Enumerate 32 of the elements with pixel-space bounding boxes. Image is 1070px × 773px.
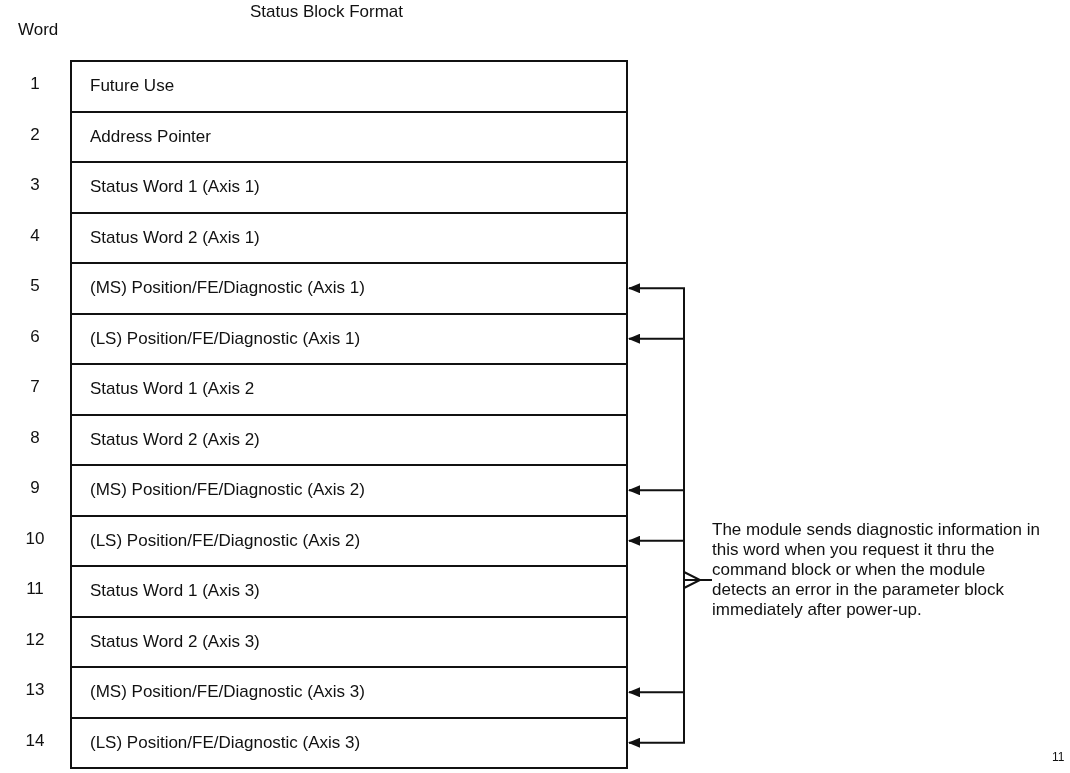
word-number: 7 bbox=[29, 377, 41, 397]
table-row: Status Word 2 (Axis 1) bbox=[70, 211, 628, 264]
table-row: (LS) Position/FE/Diagnostic (Axis 3) bbox=[70, 716, 628, 769]
table-row: Status Word 1 (Axis 2 bbox=[70, 363, 628, 416]
figure-number: 11 bbox=[1052, 750, 1065, 764]
table-row: Status Word 2 (Axis 2) bbox=[70, 413, 628, 466]
table-row: (MS) Position/FE/Diagnostic (Axis 2) bbox=[70, 464, 628, 517]
diagram-title: Status Block Format bbox=[250, 2, 404, 22]
word-number: 13 bbox=[24, 680, 46, 700]
word-number: 11 bbox=[25, 579, 45, 599]
table-row: (LS) Position/FE/Diagnostic (Axis 2) bbox=[70, 514, 628, 567]
table-row: Status Word 1 (Axis 3) bbox=[70, 565, 628, 618]
table-row: (MS) Position/FE/Diagnostic (Axis 1) bbox=[70, 262, 628, 315]
table-row: Future Use bbox=[70, 60, 628, 113]
word-number: 2 bbox=[29, 124, 41, 145]
word-number: 1 bbox=[29, 74, 41, 94]
word-number: 12 bbox=[24, 629, 46, 650]
word-number: 10 bbox=[24, 528, 46, 549]
table-row: Address Pointer bbox=[70, 110, 628, 163]
word-number: 5 bbox=[29, 276, 41, 296]
table-row: Status Word 2 (Axis 3) bbox=[70, 615, 628, 668]
note-text: The module sends diagnostic information in this word when you request it thru the command block or when the module detects an error in the parameter block immediately after power-up. bbox=[712, 520, 1042, 620]
word-number: 3 bbox=[29, 175, 41, 195]
column-header: Word bbox=[18, 20, 59, 40]
word-number: 9 bbox=[29, 478, 41, 498]
word-number: 8 bbox=[29, 427, 41, 448]
table-row: (MS) Position/FE/Diagnostic (Axis 3) bbox=[70, 666, 628, 719]
word-number: 4 bbox=[29, 225, 41, 246]
table-row: (LS) Position/FE/Diagnostic (Axis 1) bbox=[70, 312, 628, 365]
word-number: 6 bbox=[29, 326, 41, 347]
table-row: Status Word 1 (Axis 1) bbox=[70, 161, 628, 214]
word-number: 14 bbox=[24, 730, 46, 751]
